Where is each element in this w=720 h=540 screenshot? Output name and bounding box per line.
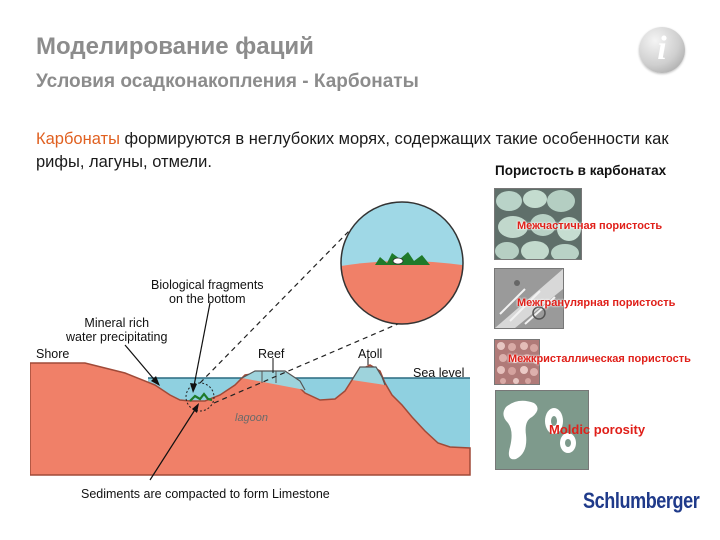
reef-structure <box>241 370 306 391</box>
label-reef: Reef <box>258 347 285 361</box>
label-lagoon: lagoon <box>235 412 269 424</box>
magnified-inset <box>341 202 463 324</box>
porosity-label-moldic: Moldic porosity <box>549 422 646 437</box>
label-sediments: Sediments are compacted to form Limeston… <box>81 487 330 501</box>
arrow-biological <box>192 302 211 392</box>
moldic-porosity-swatch <box>495 390 589 470</box>
arrowhead <box>151 376 160 386</box>
porosity-label-intergranular: Межгранулярная пористость <box>517 297 676 309</box>
intro-text: Карбонаты формируются в неглубоких морях… <box>36 128 676 174</box>
schlumberger-logo: Schlumberger <box>583 488 700 513</box>
arrow-sediments <box>149 404 199 481</box>
porosity-label-intercrystalline: Межкристаллическая пористость <box>508 353 691 365</box>
label-shore: Shore <box>36 347 70 361</box>
label-sea-level: Sea level <box>413 366 465 380</box>
intro-rest: формируются в неглубоких морях, содержащ… <box>36 130 669 171</box>
zoom-line <box>213 322 401 404</box>
arrowhead <box>190 383 197 393</box>
carbonate-environment-diagram <box>30 201 471 481</box>
magnified-inset-border <box>340 201 464 325</box>
info-icon[interactable]: i <box>639 27 685 73</box>
interparticle-porosity-swatch <box>494 188 582 260</box>
page-title: Моделирование фаций <box>36 33 314 60</box>
seabed-rock <box>30 362 471 476</box>
page-subtitle: Условия осадконакопления - Карбонаты <box>36 71 419 92</box>
info-glyph: i <box>657 30 667 67</box>
arrowhead <box>192 403 199 413</box>
intro-highlight: Карбонаты <box>36 130 120 148</box>
label-mineral-rich-water: Mineral rich water precipitating <box>66 316 168 344</box>
label-biological-fragments: Biological fragments on the bottom <box>151 278 264 306</box>
atoll-structure <box>351 366 386 386</box>
arrow-mineral <box>124 344 159 385</box>
biological-fragments <box>189 392 213 402</box>
label-atoll: Atoll <box>358 347 383 361</box>
porosity-title: Пористость в карбонатах <box>495 163 667 178</box>
porosity-label-interparticle: Межчастичная пористость <box>517 220 663 232</box>
intergranular-porosity-swatch <box>494 268 564 329</box>
intercrystalline-porosity-swatch <box>494 339 540 385</box>
